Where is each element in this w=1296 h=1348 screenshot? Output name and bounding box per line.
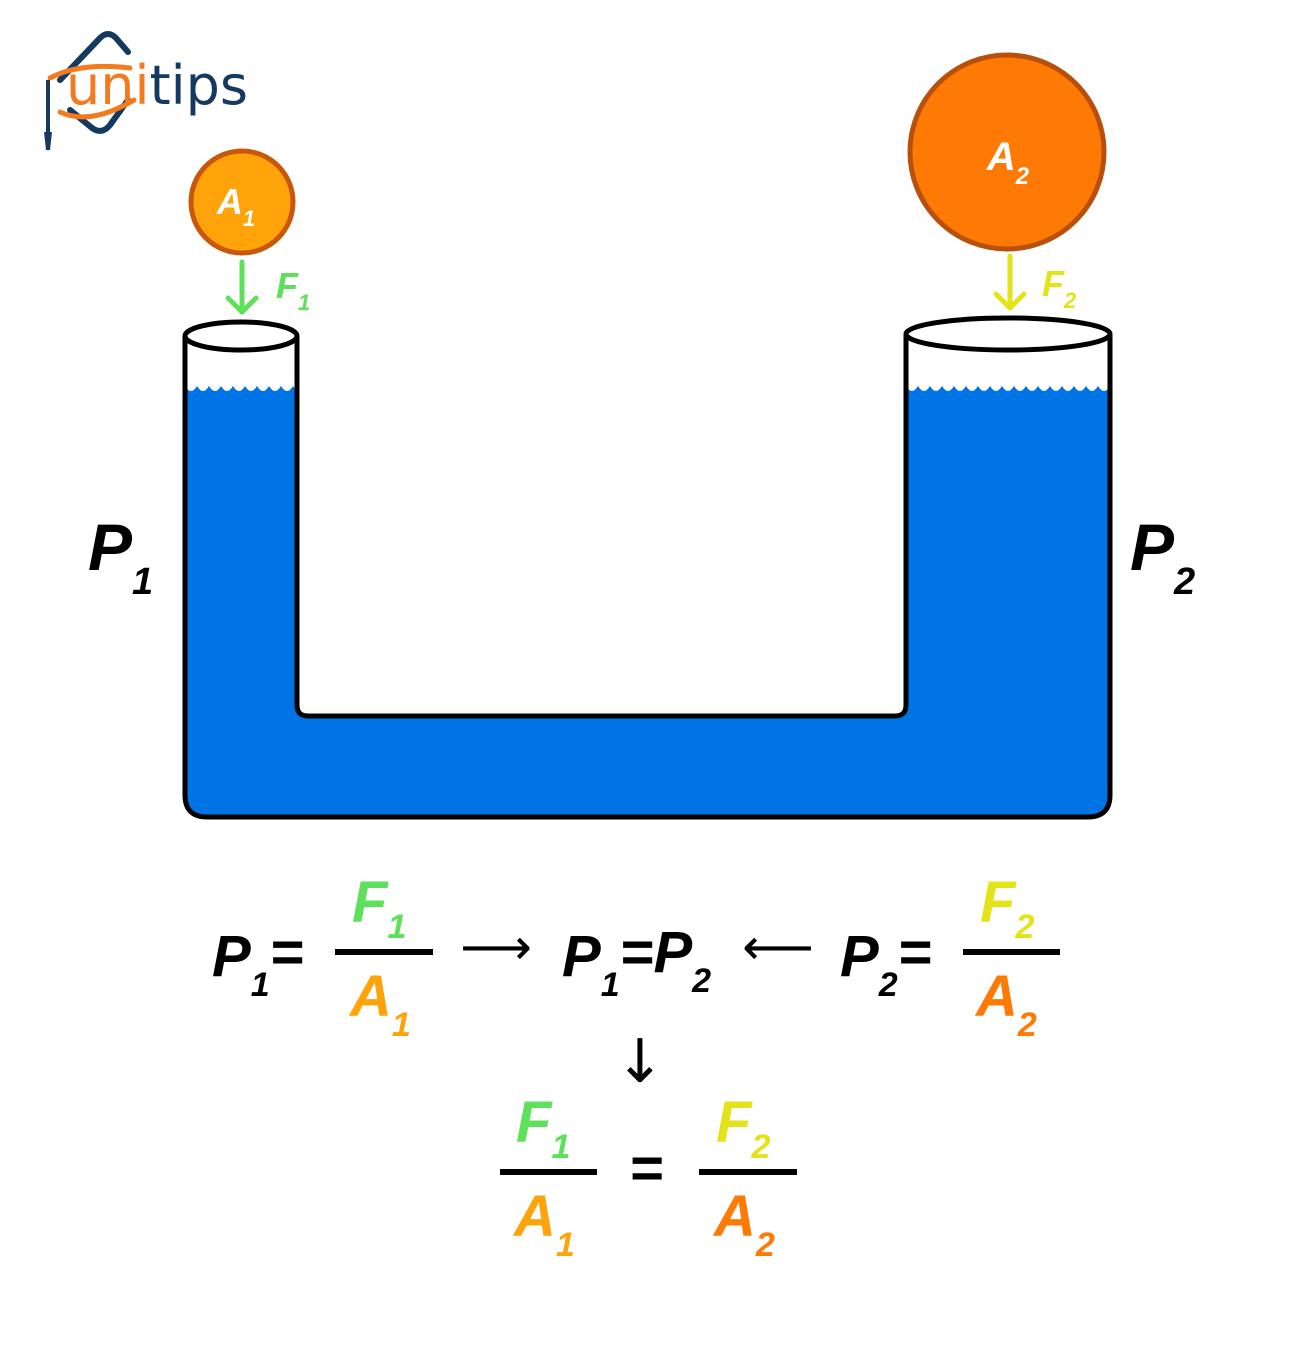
piston-a2 xyxy=(907,52,1107,252)
piston-a1-label: A xyxy=(216,181,243,222)
eq2-denominator-a: A xyxy=(974,964,1018,1029)
eq-p2-label: P xyxy=(840,924,879,989)
u-tube-outline xyxy=(182,334,1113,820)
svg-text:F1: F1 xyxy=(516,1090,570,1166)
final-a1-label: A xyxy=(512,1184,556,1249)
final-f1-label: F xyxy=(516,1090,553,1155)
svg-text:A2: A2 xyxy=(712,1184,775,1264)
water-surface-left xyxy=(185,386,297,400)
logo-text-uni: uni xyxy=(66,54,149,117)
piston-a2-sub: 2 xyxy=(1015,163,1030,190)
svg-text:A1: A1 xyxy=(216,181,255,231)
svg-text:F2: F2 xyxy=(1042,263,1077,313)
right-tube-opening xyxy=(903,315,1113,353)
pressure-p1-label: P xyxy=(88,510,133,584)
eq-mid-equals: = xyxy=(620,920,654,985)
final-f2-label: F xyxy=(716,1090,753,1155)
logo-tassel-end xyxy=(44,132,52,150)
water-surface-right xyxy=(906,386,1110,400)
svg-text:A2: A2 xyxy=(986,135,1030,190)
force-f2-arrow-icon xyxy=(993,253,1027,311)
arrow-left-icon: ⟵ xyxy=(742,918,814,976)
svg-text:A1: A1 xyxy=(512,1184,575,1264)
force-f1-arrow-icon xyxy=(225,259,259,315)
arrow-right-icon: ⟶ xyxy=(460,918,532,976)
svg-text:A1: A1 xyxy=(348,964,411,1044)
equation-p2: P2= F2 A2 xyxy=(840,870,1060,1044)
logo-cap-frame xyxy=(57,31,131,134)
eq1-numerator-sub: 1 xyxy=(387,908,406,946)
svg-text:F2: F2 xyxy=(716,1090,770,1166)
eq-p1-equals: = xyxy=(270,920,304,985)
arrow-down-icon: ↓ xyxy=(615,1027,665,1097)
svg-text:P1: P1 xyxy=(88,510,153,603)
equation-final: F1 A1 = F2 A2 xyxy=(500,1090,797,1264)
force-f1-label: F xyxy=(276,265,299,306)
eq-mid-p2-label: P xyxy=(653,920,692,985)
eq2-numerator-f: F xyxy=(980,870,1017,935)
eq-mid-p2-sub: 2 xyxy=(691,962,711,1000)
unitips-logo: unitips xyxy=(44,31,248,150)
eq-mid-p1-label: P xyxy=(562,924,601,989)
eq-p2-sub: 2 xyxy=(878,966,898,1004)
fluid-body xyxy=(185,392,1110,817)
eq2-numerator-sub: 2 xyxy=(1014,908,1034,946)
force-f1-sub: 1 xyxy=(298,290,310,315)
final-equals: = xyxy=(629,1136,663,1201)
svg-text:P1=: P1= xyxy=(212,920,303,1004)
piston-a1 xyxy=(188,148,296,256)
final-a2-label: A xyxy=(712,1184,756,1249)
pressure-p2-label: P xyxy=(1130,510,1175,584)
svg-text:F1: F1 xyxy=(276,265,310,315)
svg-text:A2: A2 xyxy=(974,964,1037,1044)
eq2-denominator-sub: 2 xyxy=(1017,1006,1037,1044)
equation-p1: P1= F1 A1 xyxy=(212,870,433,1044)
final-a1-sub: 1 xyxy=(556,1226,575,1264)
eq-p1-label: P xyxy=(212,924,251,989)
logo-text-tips: tips xyxy=(149,54,248,117)
svg-text:F1: F1 xyxy=(352,870,406,946)
svg-text:F2: F2 xyxy=(980,870,1034,946)
force-f2-label: F xyxy=(1042,263,1065,304)
eq1-numerator-f: F xyxy=(352,870,389,935)
svg-text:P2: P2 xyxy=(1130,510,1195,603)
svg-text:unitips: unitips xyxy=(66,54,248,117)
piston-a2-label: A xyxy=(986,135,1016,179)
eq-mid-p1-sub: 1 xyxy=(601,966,620,1004)
piston-a1-sub: 1 xyxy=(243,206,255,231)
pressure-p2-sub: 2 xyxy=(1173,561,1195,603)
logo-cap-swoosh xyxy=(47,63,137,120)
eq-p1-sub: 1 xyxy=(251,966,270,1004)
eq1-denominator-sub: 1 xyxy=(392,1006,411,1044)
force-f2-sub: 2 xyxy=(1063,288,1077,313)
final-f2-sub: 2 xyxy=(750,1128,770,1166)
svg-text:P2=: P2= xyxy=(840,920,931,1004)
equation-p1-equals-p2: P1=P2 xyxy=(562,920,711,1004)
final-a2-sub: 2 xyxy=(755,1226,775,1264)
pressure-p1-sub: 1 xyxy=(132,561,153,603)
left-tube-opening xyxy=(182,319,300,353)
svg-text:P1=P2: P1=P2 xyxy=(562,920,711,1004)
final-f1-sub: 1 xyxy=(551,1128,570,1166)
eq1-denominator-a: A xyxy=(348,964,392,1029)
eq-p2-equals: = xyxy=(898,920,932,985)
